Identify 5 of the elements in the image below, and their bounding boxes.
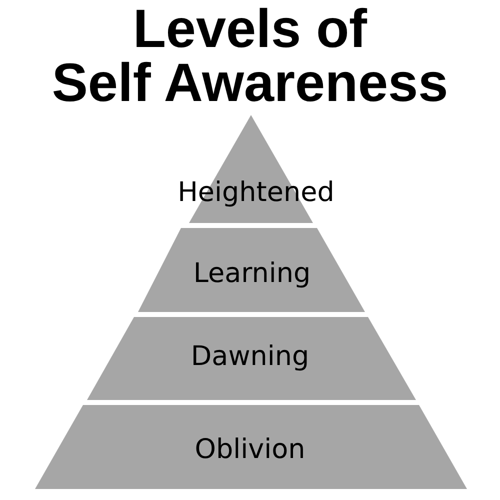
level-label: Oblivion — [194, 434, 306, 466]
level-label: Learning — [193, 258, 311, 290]
level-label: Dawning — [190, 341, 310, 373]
level-label: Heightened — [178, 177, 334, 209]
title: Levels of Self Awareness — [52, 2, 448, 110]
